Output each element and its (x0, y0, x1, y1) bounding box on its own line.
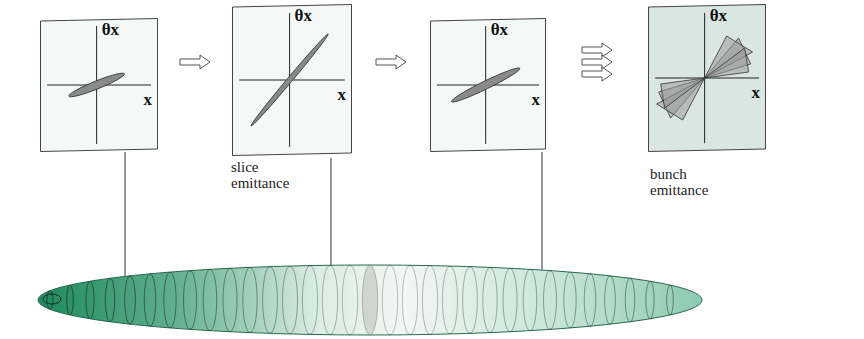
slice-ring (646, 281, 654, 319)
hollow-arrow (376, 55, 406, 69)
panel-frame (40, 18, 158, 152)
emittance-label: slice emittance (231, 160, 303, 192)
panel-plane (233, 5, 352, 156)
slice-ring (443, 266, 458, 334)
slice-ring (164, 272, 176, 328)
bunch-phase-area (705, 36, 753, 78)
hollow-arrow (180, 55, 210, 69)
panel-plane (649, 5, 766, 152)
process-arrow (376, 55, 406, 69)
theta-axis-label: θx (491, 21, 508, 38)
slice-ring (283, 266, 298, 334)
slice-ring (382, 265, 397, 335)
hollow-arrow (582, 43, 612, 57)
slice-ring (584, 274, 596, 326)
slice-ring (125, 276, 136, 324)
bunch-tip (43, 294, 61, 304)
slice-ring (544, 271, 557, 330)
phase-ellipse (249, 32, 330, 127)
slice-ring (625, 278, 635, 322)
process-arrow (180, 55, 210, 69)
slice-ring (86, 281, 94, 319)
bunch-phase-area (661, 78, 705, 108)
slice-ring (564, 272, 576, 328)
slice-ring (667, 285, 674, 315)
process-arrow (582, 43, 612, 81)
slice-ring (503, 268, 517, 331)
slice-ring (523, 269, 536, 330)
x-axis-label: x (752, 84, 761, 101)
theta-axis-label: θx (710, 7, 727, 24)
x-axis-label: x (338, 86, 347, 103)
emittance-label: bunch emittance (650, 167, 722, 199)
theta-axis-label: θx (102, 21, 119, 38)
slice-ring (105, 278, 115, 322)
panel-plane (431, 19, 546, 152)
slice-ring (605, 276, 616, 324)
panel-frame (648, 4, 766, 152)
phase-space-panel: θx x (648, 4, 766, 152)
selected-slice (362, 265, 377, 335)
slice-ring (463, 267, 478, 334)
slice-ring (402, 265, 417, 334)
phase-space-panel: θx x (232, 4, 352, 156)
bunch-phase-area (657, 78, 705, 120)
bunch-ellipsoid (38, 265, 702, 335)
slice-rings (43, 265, 673, 335)
phase-space-panel: θx x (40, 18, 158, 152)
panel-frame (430, 18, 546, 152)
slice-ring (263, 267, 278, 334)
bunch-phase-area (705, 48, 749, 78)
slice-ring (302, 266, 317, 335)
slice-ring (184, 271, 197, 330)
slice-ring (322, 265, 337, 334)
slice-ring (243, 267, 257, 332)
slice-ring (223, 268, 237, 331)
slice-ring (203, 269, 216, 330)
theta-axis-label: θx (295, 7, 312, 24)
x-axis-label: x (144, 91, 153, 108)
slice-ring (47, 291, 53, 310)
panel-frame (232, 4, 352, 156)
phase-space-panel: θx x (430, 18, 546, 152)
slice-ring (144, 274, 156, 326)
panel-plane (41, 19, 158, 152)
slice-ring (422, 266, 437, 335)
x-axis-label: x (532, 91, 541, 108)
hollow-arrow (582, 55, 612, 69)
slice-ring (483, 267, 497, 332)
leader-line (125, 152, 126, 292)
slice-ring (67, 285, 74, 315)
hollow-arrow (582, 67, 612, 81)
phase-ellipse (67, 70, 126, 100)
phase-ellipse (450, 65, 522, 106)
slice-ring (342, 265, 357, 335)
